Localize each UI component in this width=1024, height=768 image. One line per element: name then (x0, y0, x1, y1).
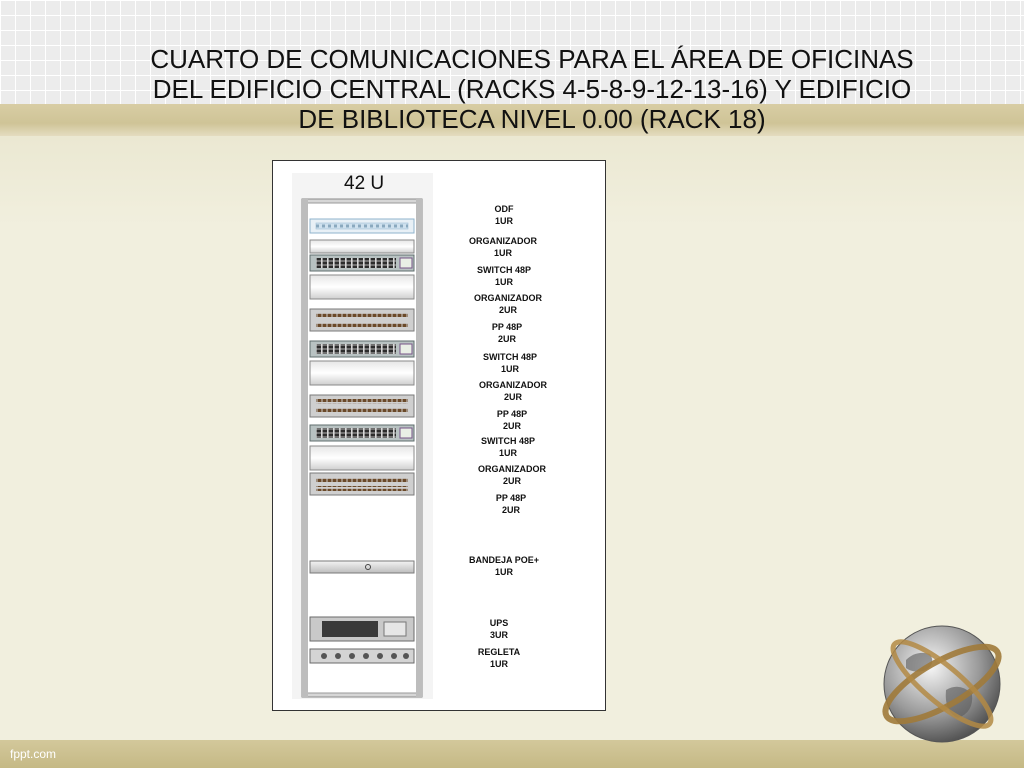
label-organizer-2: ORGANIZADOR 2UR (474, 293, 542, 315)
rack-drawing (292, 173, 433, 699)
label-power-strip: REGLETA 1UR (477, 647, 521, 669)
organizer-2ur-3 (309, 445, 415, 471)
title-line-3: DE BIBLIOTECA NIVEL 0.00 (RACK 18) (298, 104, 766, 134)
footer-band (0, 740, 1024, 768)
patch-panel-48p-2 (309, 394, 415, 418)
globe-icon (882, 625, 1002, 743)
header-grid-background (0, 0, 1024, 108)
poe-tray (309, 560, 415, 574)
title-line-1: CUARTO DE COMUNICACIONES PARA EL ÁREA DE… (150, 44, 914, 74)
rack-rail-left (302, 199, 308, 697)
label-organizer-3: ORGANIZADOR 2UR (479, 380, 547, 402)
organizer-2ur-1 (309, 274, 415, 300)
switch-48p-3 (309, 424, 415, 442)
label-ups: UPS 3UR (489, 618, 509, 640)
ups-unit (309, 616, 415, 642)
title-line-2: DEL EDIFICIO CENTRAL (RACKS 4-5-8-9-12-1… (152, 74, 912, 104)
slide-title: CUARTO DE COMUNICACIONES PARA EL ÁREA DE… (90, 44, 974, 134)
label-switch-2: SWITCH 48P 1UR (482, 352, 537, 374)
switch-48p-2 (309, 340, 415, 358)
rack-units-label: 42 U (344, 173, 385, 194)
rack-rail-right (416, 199, 422, 697)
header-band (0, 104, 1024, 136)
rack-illustration: 42 U (292, 173, 433, 699)
patch-panel-48p-1 (309, 308, 415, 332)
footer-brand: fppt.com (10, 747, 57, 761)
label-patch-panel-1: PP 48P 2UR (491, 322, 523, 344)
switch-48p-1 (309, 254, 415, 272)
label-organizer-4: ORGANIZADOR 2UR (478, 464, 546, 486)
patch-panel-48p-3 (309, 472, 415, 496)
organizer-2ur-2 (309, 360, 415, 386)
label-switch-3: SWITCH 48P 1UR (480, 436, 535, 458)
label-odf: ODF 1UR (494, 204, 514, 226)
odf-unit (309, 218, 415, 234)
label-patch-panel-2: PP 48P 2UR (496, 409, 528, 431)
label-organizer-1: ORGANIZADOR 1UR (469, 236, 537, 258)
label-poe-tray: BANDEJA POE+ 1UR (469, 555, 539, 577)
power-strip (309, 648, 415, 664)
label-switch-1: SWITCH 48P 1UR (476, 265, 531, 287)
label-patch-panel-3: PP 48P 2UR (495, 493, 527, 515)
organizer-1ur (309, 239, 415, 254)
